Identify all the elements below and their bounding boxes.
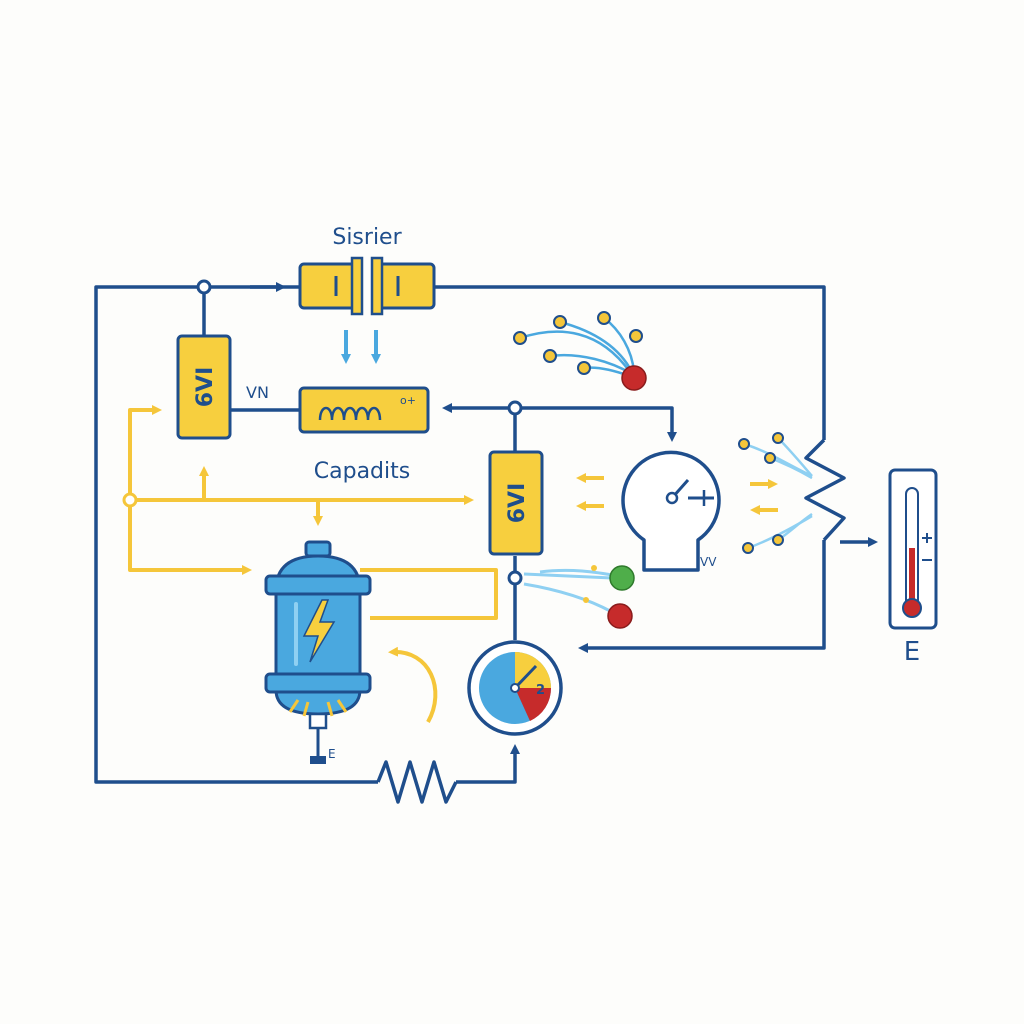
left-switch-tag: VN bbox=[246, 383, 269, 402]
particle-cluster-icon bbox=[523, 568, 619, 614]
particles-right bbox=[738, 432, 784, 554]
dial-gauge-icon bbox=[621, 450, 721, 572]
particle-dot bbox=[583, 597, 589, 603]
thermometer-icon bbox=[888, 468, 938, 630]
resistor-icon bbox=[376, 760, 458, 804]
yellow-flow bbox=[128, 405, 498, 723]
red-particle bbox=[621, 365, 647, 391]
particle-dot bbox=[591, 565, 597, 571]
top-component-label: Sisrier bbox=[332, 225, 402, 250]
particles-top bbox=[513, 311, 643, 375]
small-gauge-number: 2 bbox=[536, 683, 545, 698]
gauge-tag: VV bbox=[700, 555, 717, 569]
red-particle bbox=[607, 603, 633, 629]
yellow-small-arrows bbox=[576, 473, 778, 515]
green-particle bbox=[609, 565, 635, 591]
middle-switch-glyph: 6VI bbox=[505, 483, 530, 524]
switch-icon: 6VI bbox=[176, 334, 232, 440]
tank-tag: E bbox=[328, 747, 336, 761]
pressure-gauge-icon: 2 bbox=[467, 640, 563, 736]
thermometer-tag: E bbox=[904, 637, 920, 667]
middle-component-label: Capadits bbox=[314, 459, 410, 484]
switch-icon: 6VI bbox=[488, 450, 544, 556]
tank-icon bbox=[264, 540, 372, 764]
yellow-junction bbox=[122, 492, 138, 508]
lightning-icon bbox=[302, 599, 336, 663]
particle-cluster-icon bbox=[743, 437, 813, 550]
left-switch-glyph: 6VI bbox=[193, 367, 218, 408]
capacitor-icon bbox=[298, 256, 436, 316]
inductor-icon: o+ bbox=[298, 386, 430, 434]
svg-text:o+: o+ bbox=[400, 394, 416, 407]
particle-cluster-icon bbox=[519, 317, 636, 378]
light-blue-arrows bbox=[341, 330, 381, 364]
junctions bbox=[196, 279, 523, 586]
resistor-icon bbox=[804, 438, 846, 542]
